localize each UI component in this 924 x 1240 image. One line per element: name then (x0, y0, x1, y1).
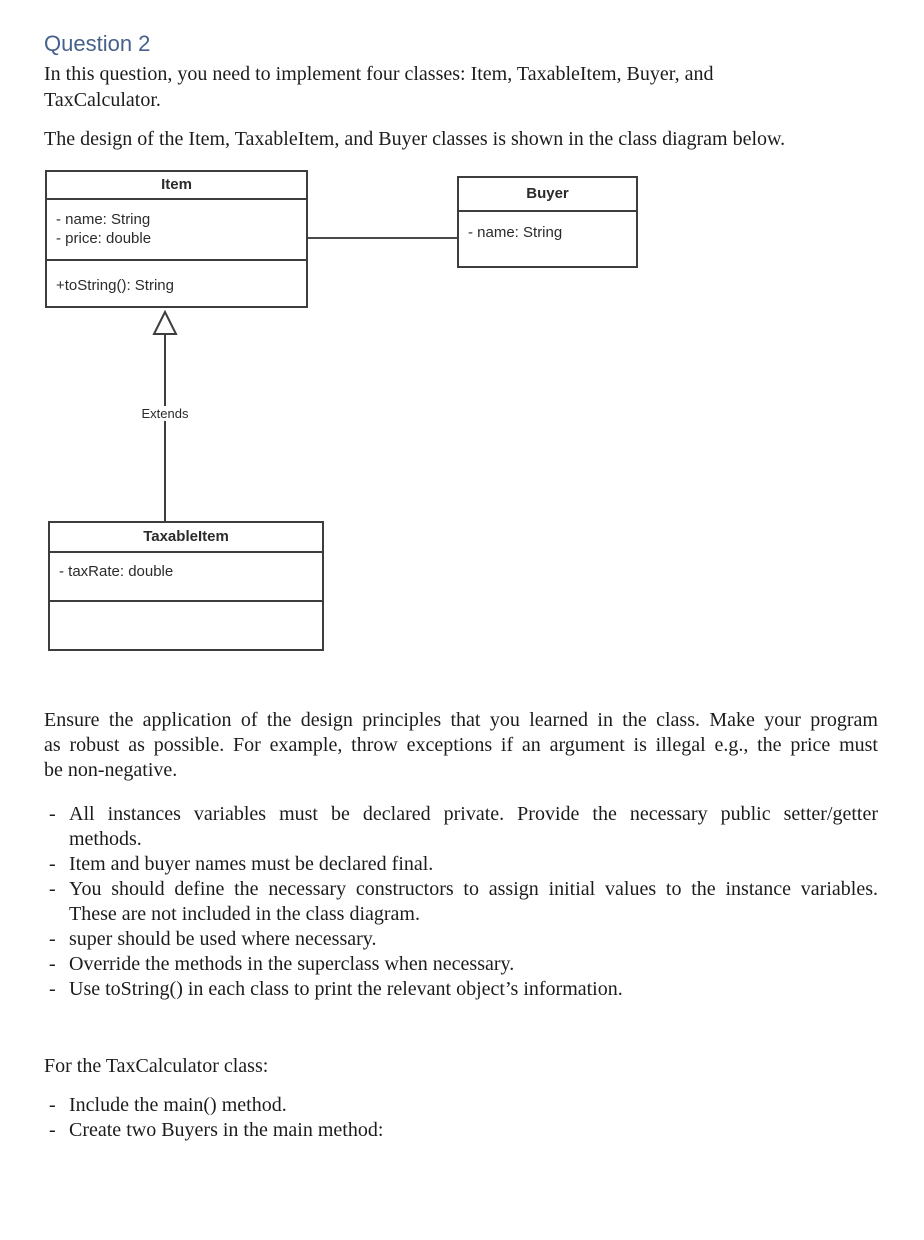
bullet-marker: - (49, 853, 56, 875)
taxcalculator-item: - Include the main() method. (44, 1093, 878, 1118)
item-class-title: Item (47, 172, 306, 200)
design-paragraph: The design of the Item, TaxableItem, and… (44, 126, 878, 152)
requirement-line: Item and buyer names must be declared fi… (69, 853, 434, 875)
item-attribute: - price: double (56, 230, 152, 247)
taxableitem-attributes-section: - taxRate: double (50, 553, 322, 602)
bullet-marker: - (49, 803, 56, 825)
item-attribute: - name: String (56, 211, 151, 228)
requirement-line: methods. (69, 828, 142, 850)
bullet-marker: - (49, 878, 56, 900)
taxcalculator-item: - Create two Buyers in the main method: (44, 1118, 878, 1143)
intro-paragraph: In this question, you need to implement … (44, 61, 878, 113)
requirement-item: - Override the methods in the superclass… (44, 952, 878, 977)
uml-connector-lines (152, 237, 457, 521)
ensure-line: Ensure the application of the design pri… (44, 709, 878, 731)
buyer-class-box: Buyer - name: String (457, 176, 638, 268)
ensure-line: as robust as possible. For example, thro… (44, 734, 878, 756)
taxableitem-class-box: TaxableItem - taxRate: double (48, 521, 324, 651)
requirement-line: These are not included in the class diag… (69, 903, 420, 925)
requirement-line: Use toString() in each class to print th… (69, 978, 623, 1000)
taxcalculator-line: Include the main() method. (69, 1094, 287, 1116)
taxcalculator-heading: For the TaxCalculator class: (44, 1055, 269, 1077)
requirement-line: All instances variables must be declared… (69, 803, 878, 825)
requirement-item: - You should define the necessary constr… (44, 877, 878, 927)
extends-label: Extends (137, 406, 193, 421)
buyer-attributes-section: - name: String (459, 212, 636, 242)
requirement-item: - Use toString() in each class to print … (44, 977, 878, 1002)
bullet-marker: - (49, 928, 56, 950)
taxcalculator-line: Create two Buyers in the main method: (69, 1119, 384, 1141)
requirement-line: Override the methods in the superclass w… (69, 953, 515, 975)
ensure-line: be non-negative. (44, 759, 178, 781)
requirements-list: - All instances variables must be declar… (44, 802, 878, 1002)
class-diagram: Item - name: String - price: double +toS… (45, 170, 645, 666)
bullet-marker: - (49, 978, 56, 1000)
bullet-marker: - (49, 1094, 56, 1116)
buyer-class-title: Buyer (459, 178, 636, 212)
item-methods-section: +toString(): String (47, 261, 306, 295)
item-method: +toString(): String (56, 277, 174, 294)
ensure-paragraph: Ensure the application of the design pri… (44, 708, 878, 783)
item-attributes-section: - name: String - price: double (47, 200, 306, 261)
requirement-line: super should be used where necessary. (69, 928, 377, 950)
inheritance-triangle-icon (152, 309, 178, 335)
taxcalculator-list: - Include the main() method. - Create tw… (44, 1093, 878, 1143)
question-heading: Question 2 (44, 31, 151, 56)
bullet-marker: - (49, 953, 56, 975)
taxableitem-class-title: TaxableItem (50, 523, 322, 553)
requirement-item: - All instances variables must be declar… (44, 802, 878, 852)
intro-line: TaxCalculator. (44, 89, 161, 111)
intro-line: In this question, you need to implement … (44, 63, 714, 85)
bullet-marker: - (49, 1119, 56, 1141)
item-class-box: Item - name: String - price: double +toS… (45, 170, 308, 308)
taxableitem-attribute: - taxRate: double (59, 563, 174, 580)
buyer-attribute: - name: String (468, 224, 563, 241)
requirement-item: - Item and buyer names must be declared … (44, 852, 878, 877)
requirement-item: - super should be used where necessary. (44, 927, 878, 952)
design-line: The design of the Item, TaxableItem, and… (44, 128, 786, 150)
requirement-line: You should define the necessary construc… (69, 878, 878, 900)
